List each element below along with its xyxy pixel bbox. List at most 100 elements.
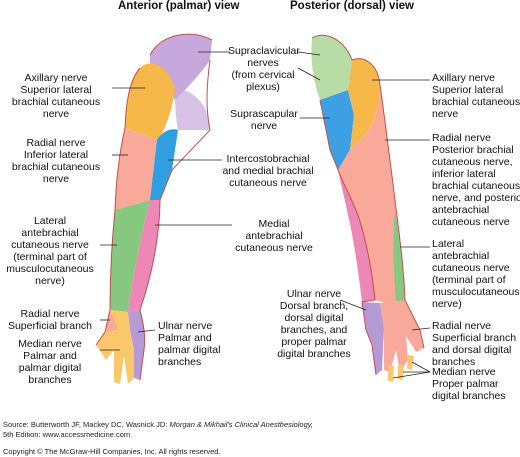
anterior-medial-antebrachial-region [128, 200, 160, 312]
label-radial-superficial-left-line-0: Radial nerve [20, 308, 80, 320]
label-ulnar-dorsal-line-2: dorsal digital [284, 312, 344, 324]
anterior-intercostobrachial-region [150, 129, 178, 200]
label-supraclavicular-line-0: Supraclavicular [228, 45, 300, 57]
label-median-left-line-2: palmar digital [18, 362, 82, 374]
label-radial-superficial-left-line-1: Superficial branch [7, 320, 93, 332]
copyright-notice: Copyright © The McGraw-Hill Companies, I… [3, 447, 221, 456]
leader-median-right-2 [392, 371, 431, 379]
label-ulnar-dorsal-line-1: Dorsal branch, [279, 300, 349, 312]
label-supraclavicular-line-1: nerves [247, 57, 279, 69]
anterior-view-title: Anterior (palmar) view [118, 0, 240, 12]
label-median-left-line-3: branches [28, 374, 72, 386]
label-median-right-line-1: Proper palmar [432, 378, 499, 390]
leader-radial-superficial-right [411, 327, 431, 331]
leader-supraclavicular-right [297, 51, 321, 56]
label-radial-superficial-right-line-0: Radial nerve [432, 320, 491, 332]
label-radial-left-line-1: Inferior lateral [23, 149, 89, 161]
label-lateral-antebrachial-left-line-3: (terminal part of [13, 251, 87, 263]
label-ulnar-dorsal-line-3: branches, and [280, 324, 348, 336]
anterior-median-hand-region [96, 310, 134, 384]
label-radial-left-line-3: nerve [42, 173, 70, 185]
label-radial-right-line-3: inferior lateral [432, 168, 496, 180]
label-radial-right-line-6: antebrachial [432, 204, 490, 216]
label-lateral-antebrachial-left-line-0: Lateral [33, 215, 67, 227]
label-radial-superficial-right-line-2: and dorsal digital [432, 344, 512, 356]
label-axillary-left-line-3: nerve [42, 108, 70, 120]
posterior-view-title: Posterior (dorsal) view [290, 0, 414, 12]
label-median-right-line-0: Median nerve [432, 366, 496, 378]
label-radial-right-line-4: brachial cutaneous [432, 180, 520, 192]
label-radial-right-line-7: cutaneous nerve [432, 216, 510, 228]
label-axillary-right-line-0: Axillary nerve [432, 72, 496, 84]
label-axillary-right-line-1: Superior lateral [432, 84, 504, 96]
label-lateral-antebrachial-right-line-3: (terminal part of [432, 274, 506, 286]
label-axillary-right-line-3: nerve [432, 108, 459, 120]
label-lateral-antebrachial-right-line-2: cutaneous nerve [432, 262, 510, 274]
anterior-axilla-region [175, 89, 210, 130]
source-edition: 5th Edition: www.accessmedicine.com [3, 429, 131, 439]
posterior-suprascapular-region [320, 90, 354, 170]
label-medial-antebrachial-line-0: Medial [258, 218, 290, 230]
anterior-radial-upper-region [115, 128, 157, 210]
label-ulnar-left-line-1: Palmar and [158, 332, 212, 344]
label-axillary-right-line-2: brachial cutaneous [432, 96, 520, 108]
source-prefix: Source: Butterworth JF, Mackey DC, Wasni… [3, 420, 170, 429]
label-supraclavicular-line-2: (from cervical [231, 69, 295, 81]
label-radial-left-line-0: Radial nerve [26, 137, 86, 149]
label-axillary-left-line-1: Superior lateral [20, 84, 92, 96]
label-lateral-antebrachial-right-line-4: musculocutaneous [432, 286, 520, 298]
label-ulnar-dorsal-line-5: digital branches [277, 348, 351, 360]
label-radial-superficial-right-line-1: Superficial branch [432, 332, 517, 344]
posterior-supraclavicular-region [311, 35, 352, 100]
label-median-left-line-0: Median nerve [18, 338, 82, 350]
label-lateral-antebrachial-left-line-1: antebrachial [21, 227, 79, 239]
label-intercostobrachial-line-0: Intercostobrachial [226, 153, 310, 165]
posterior-arm [311, 34, 425, 382]
anterior-arm [95, 33, 213, 384]
leader-ulnar-dorsal [339, 299, 367, 311]
label-ulnar-left-line-0: Ulnar nerve [158, 320, 213, 332]
label-radial-left-line-2: brachial cutaneous [11, 161, 101, 173]
label-radial-superficial-right-line-3: branches [432, 356, 476, 368]
label-lateral-antebrachial-right-line-5: nerve) [432, 298, 462, 310]
label-medial-antebrachial-line-2: cutaneous nerve [235, 242, 313, 254]
posterior-radial-region [338, 85, 405, 305]
posterior-medial-antebrachial-region [338, 170, 375, 302]
label-ulnar-dorsal-line-4: proper palmar [281, 336, 347, 348]
label-ulnar-left-line-3: branches [158, 356, 202, 368]
label-median-left-line-1: Palmar and [23, 350, 77, 362]
label-radial-right-line-1: Posterior brachial [432, 144, 514, 156]
label-lateral-antebrachial-left-line-5: nerve) [35, 275, 65, 287]
label-intercostobrachial-line-1: and medial brachial [222, 165, 314, 177]
label-axillary-left-line-0: Axillary nerve [24, 72, 88, 84]
posterior-radial-hand-region [380, 300, 424, 372]
source-citation: Source: Butterworth JF, Mackey DC, Wasni… [3, 420, 313, 439]
label-ulnar-dorsal-line-0: Ulnar nerve [286, 288, 342, 300]
anterior-axillary-region [125, 63, 175, 140]
anterior-arm-outline [95, 33, 213, 381]
posterior-arm-outline [311, 34, 425, 376]
leader-ulnar-left [137, 329, 156, 333]
label-radial-right-line-2: cutaneous nerve, [432, 156, 513, 168]
label-axillary-left-line-2: brachial cutaneous [11, 96, 101, 108]
posterior-musculocutaneous-region [393, 210, 405, 302]
label-intercostobrachial-line-2: cutaneous nerve [229, 177, 307, 189]
label-suprascapular-line-0: Suprascapular [230, 108, 298, 120]
posterior-axillary-region [348, 58, 380, 150]
anterior-musculocutaneous-region [110, 200, 150, 312]
